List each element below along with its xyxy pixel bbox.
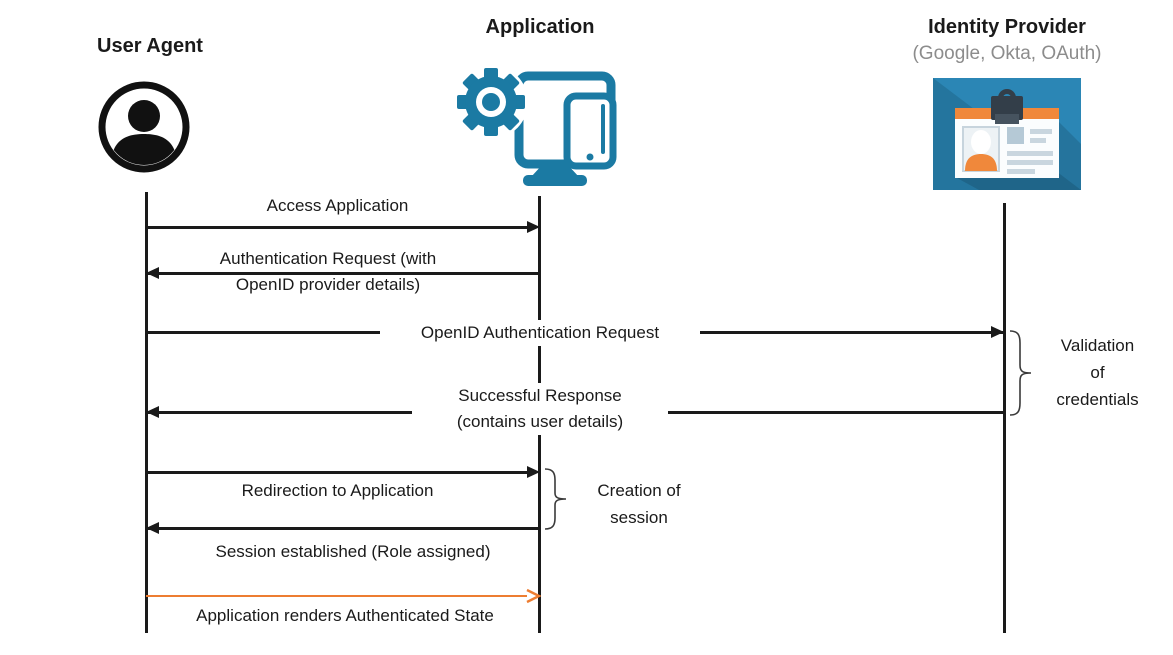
lifeline-identity-provider <box>1003 203 1006 633</box>
message-label-openid-authentication-request: OpenID Authentication Request <box>380 320 700 346</box>
arrowhead-right-icon <box>991 326 1004 338</box>
annotation-validation-of-credentials: Validation of credentials <box>1035 332 1160 413</box>
message-label-line: (contains user details) <box>456 412 624 431</box>
message-label-line: Authentication Request (with <box>219 249 437 268</box>
brace-validation-of-credentials <box>1007 330 1033 418</box>
annotation-line: Creation of <box>597 481 681 500</box>
annotation-line: session <box>610 508 668 527</box>
message-label-access-application: Access Application <box>266 196 409 215</box>
annotation-line: of <box>1090 363 1105 382</box>
arrowhead-left-icon <box>146 522 159 534</box>
message-label-session-established: Session established (Role assigned) <box>215 542 491 561</box>
message-line-access-application <box>146 226 529 229</box>
actor-subtitle-identity-provider: (Google, Okta, OAuth) <box>912 43 1102 64</box>
message-label-application-renders: Application renders Authenticated State <box>196 606 494 625</box>
message-label-line: Successful Response <box>458 386 622 405</box>
actor-title-identity-provider: Identity Provider <box>928 16 1086 38</box>
message-label-successful-response: Successful Response (contains user detai… <box>412 383 668 435</box>
arrowhead-right-icon <box>527 466 540 478</box>
actor-title-user-agent: User Agent <box>97 35 203 57</box>
message-line-session-established <box>146 527 540 530</box>
annotation-line: credentials <box>1056 390 1139 409</box>
arrowhead-left-icon <box>146 406 159 418</box>
message-line-redirection-to-application <box>146 471 529 474</box>
arrowhead-right-icon <box>527 221 540 233</box>
message-label-authentication-request: Authentication Request (with OpenID prov… <box>128 246 528 298</box>
annotation-creation-of-session: Creation of session <box>574 477 704 531</box>
user-icon <box>97 80 191 174</box>
message-label-line: OpenID provider details) <box>235 275 421 294</box>
arrowhead-left-icon <box>146 267 159 279</box>
id-card-icon <box>933 78 1081 190</box>
message-label-redirection-to-application: Redirection to Application <box>241 481 434 500</box>
message-line-application-renders <box>146 595 527 597</box>
annotation-line: Validation <box>1060 336 1135 355</box>
message-line-authentication-request <box>146 272 540 275</box>
arrowhead-open-right-icon <box>523 587 541 605</box>
brace-creation-of-session <box>542 468 568 532</box>
application-devices-icon <box>455 64 625 190</box>
actor-title-application: Application <box>485 16 595 38</box>
